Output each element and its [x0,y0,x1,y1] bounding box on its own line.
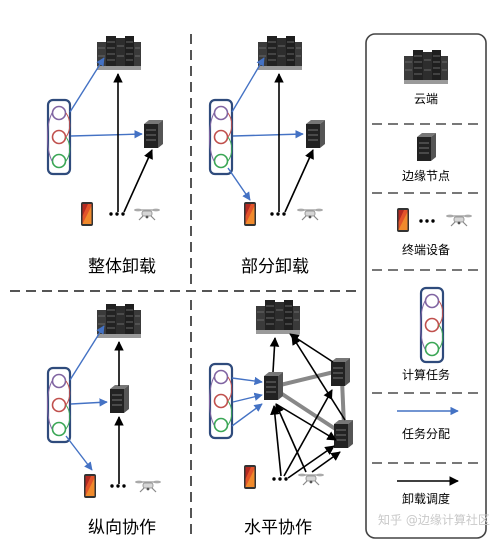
legend-task-label: 计算任务 [401,368,450,382]
panel-full-offload [46,35,164,226]
phone-icon [244,465,256,489]
ellipsis-dots [110,484,126,488]
legend-dots [419,219,435,223]
drone-icon [133,208,161,221]
panel-partial-offload [208,35,326,226]
task-box-icon [46,98,72,176]
legend-cloud-label: 云端 [413,92,438,106]
panel-title-horizontal-collab: 水平协作 [244,518,312,538]
ellipsis-dots [109,212,125,216]
legend-frame [365,33,487,539]
edge-server-icon [330,357,351,387]
legend-schedule-label: 卸载调度 [401,492,450,506]
legend-edge-label: 边缘节点 [401,169,450,183]
cloud-server-icon [255,299,301,335]
ellipsis-dots [270,212,286,216]
ellipsis-dots [272,477,288,481]
panel-vertical-collab [46,303,162,498]
task-box-icon [208,98,234,176]
edge-server-icon [333,419,354,449]
legend-cloud-icon [403,49,449,85]
phone-icon [244,202,256,226]
cloud-server-icon [96,303,142,339]
legend-phone-icon [397,208,409,232]
drone-icon [134,480,162,493]
legend-edge-icon [416,132,437,162]
edge-server-icon [263,371,284,401]
legend-device-label: 终端设备 [401,243,450,257]
legend-assign-label: 任务分配 [401,427,450,441]
cloud-server-icon [96,35,142,71]
panel-title-full-offload: 整体卸载 [88,257,156,277]
panel-title-vertical-collab: 纵向协作 [88,518,156,538]
legend-task-icon [419,286,445,364]
task-box-icon [46,366,72,444]
panel-horizontal-collab [208,299,354,489]
panel-dividers [10,34,362,540]
task-box-icon [208,362,234,440]
watermark: 知乎 @边缘计算社区 [378,513,490,527]
legend-dividers [372,123,480,464]
drone-icon [297,473,325,486]
edge-server-icon [109,384,130,414]
legend-icons [397,49,473,486]
drone-icon [296,208,324,221]
cloud-server-icon [257,35,303,71]
phone-icon [84,474,96,498]
panel-title-partial-offload: 部分卸载 [241,257,309,277]
legend-drone-icon [445,214,473,227]
phone-icon [81,202,93,226]
edge-server-icon [143,119,164,149]
edge-server-icon [305,119,326,149]
